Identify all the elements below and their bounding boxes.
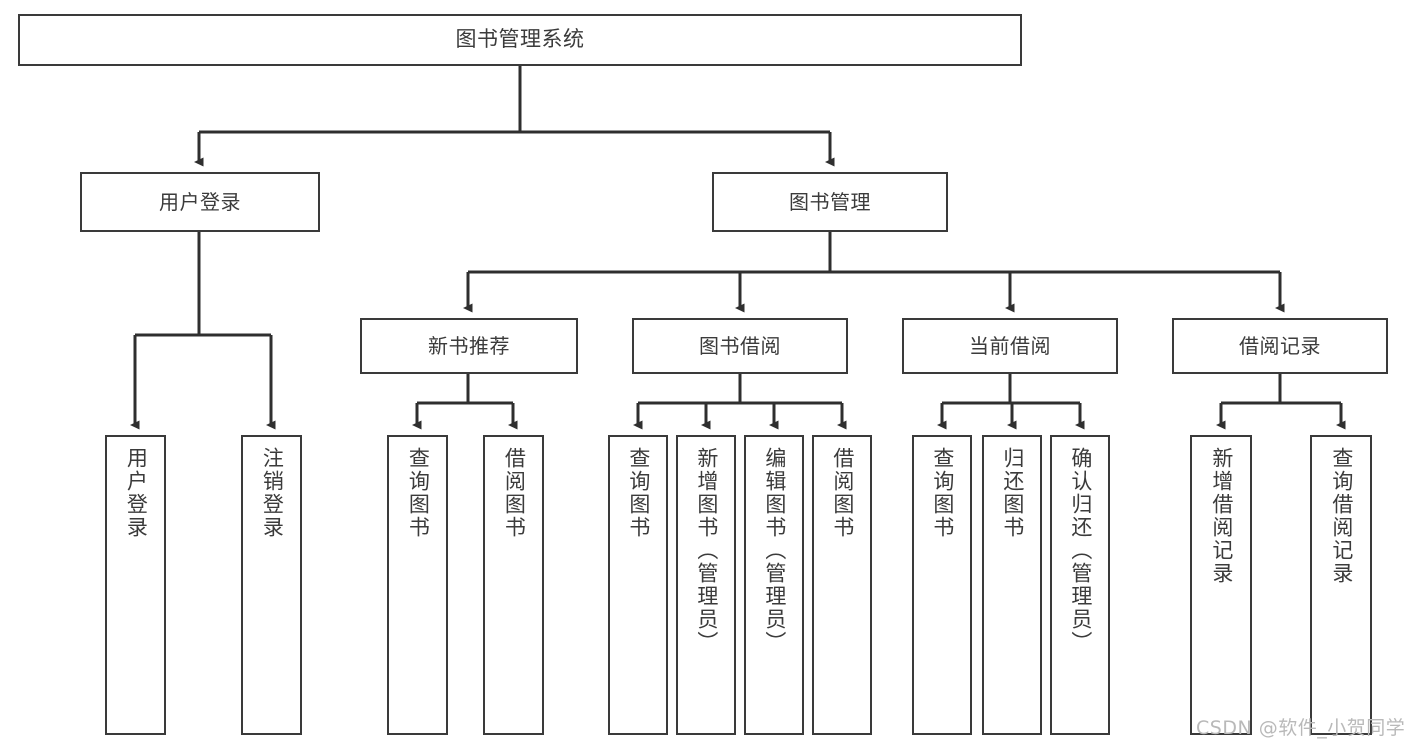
node-leaf-add-book-label: 新增图书（管理员） bbox=[694, 447, 719, 654]
node-current-borrow[interactable]: 当前借阅 bbox=[902, 318, 1118, 374]
node-user-login[interactable]: 用户登录 bbox=[80, 172, 320, 232]
node-leaf-edit-book-label: 编辑图书（管理员） bbox=[762, 447, 787, 654]
node-leaf-edit-book[interactable]: 编辑图书（管理员） bbox=[744, 435, 804, 735]
node-book-manage[interactable]: 图书管理 bbox=[712, 172, 948, 232]
node-leaf-query-book-3-label: 查询图书 bbox=[930, 447, 955, 539]
node-leaf-return-book[interactable]: 归还图书 bbox=[982, 435, 1042, 735]
node-leaf-borrow-book-2-label: 借阅图书 bbox=[830, 447, 855, 539]
node-leaf-add-book[interactable]: 新增图书（管理员） bbox=[676, 435, 736, 735]
node-new-book-recommend[interactable]: 新书推荐 bbox=[360, 318, 578, 374]
node-book-borrow-label: 图书借阅 bbox=[699, 333, 781, 358]
node-leaf-user-login[interactable]: 用户登录 bbox=[105, 435, 166, 735]
node-leaf-user-login-label: 用户登录 bbox=[124, 447, 149, 539]
node-leaf-query-book-1-label: 查询图书 bbox=[406, 447, 431, 539]
node-leaf-borrow-book-1-label: 借阅图书 bbox=[502, 447, 527, 539]
node-leaf-confirm-return[interactable]: 确认归还（管理员） bbox=[1050, 435, 1110, 735]
node-leaf-query-record-label: 查询借阅记录 bbox=[1329, 447, 1354, 585]
node-leaf-query-book-3[interactable]: 查询图书 bbox=[912, 435, 972, 735]
node-leaf-logout-label: 注销登录 bbox=[260, 447, 285, 539]
node-leaf-query-book-1[interactable]: 查询图书 bbox=[387, 435, 448, 735]
node-root-label: 图书管理系统 bbox=[455, 27, 585, 52]
node-borrow-record-label: 借阅记录 bbox=[1239, 333, 1321, 358]
node-new-book-recommend-label: 新书推荐 bbox=[428, 333, 510, 358]
node-leaf-return-book-label: 归还图书 bbox=[1000, 447, 1025, 539]
node-leaf-add-record-label: 新增借阅记录 bbox=[1209, 447, 1234, 585]
node-book-borrow[interactable]: 图书借阅 bbox=[632, 318, 848, 374]
node-leaf-query-record[interactable]: 查询借阅记录 bbox=[1310, 435, 1372, 735]
node-current-borrow-label: 当前借阅 bbox=[969, 333, 1051, 358]
node-book-manage-label: 图书管理 bbox=[789, 189, 871, 214]
node-leaf-logout[interactable]: 注销登录 bbox=[241, 435, 302, 735]
node-root[interactable]: 图书管理系统 bbox=[18, 14, 1022, 66]
node-borrow-record[interactable]: 借阅记录 bbox=[1172, 318, 1388, 374]
node-leaf-add-record[interactable]: 新增借阅记录 bbox=[1190, 435, 1252, 735]
node-user-login-label: 用户登录 bbox=[159, 189, 241, 214]
csdn-watermark: CSDN @软件_小贺同学 bbox=[1196, 717, 1405, 739]
node-leaf-borrow-book-1[interactable]: 借阅图书 bbox=[483, 435, 544, 735]
node-leaf-query-book-2[interactable]: 查询图书 bbox=[608, 435, 668, 735]
node-leaf-borrow-book-2[interactable]: 借阅图书 bbox=[812, 435, 872, 735]
node-leaf-query-book-2-label: 查询图书 bbox=[626, 447, 651, 539]
node-leaf-confirm-return-label: 确认归还（管理员） bbox=[1068, 447, 1093, 654]
